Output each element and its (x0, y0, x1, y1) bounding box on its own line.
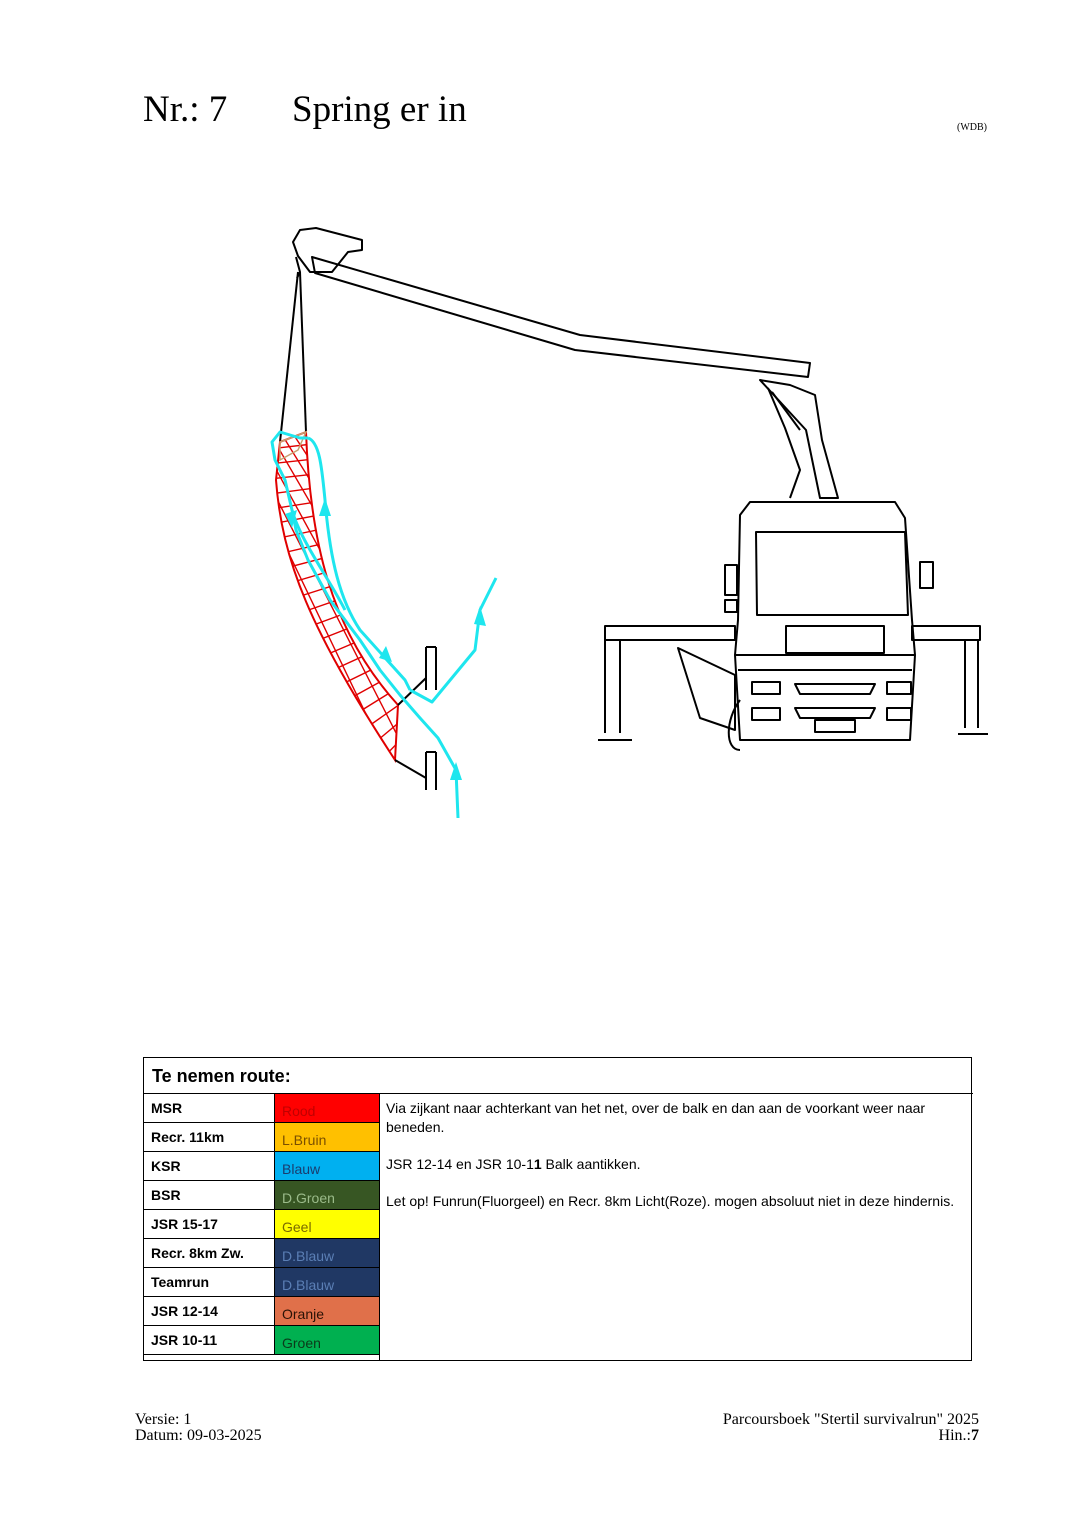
route-category: Recr. 11km (143, 1122, 275, 1152)
footer-left: Versie: 1 Datum: 09-03-2025 (135, 1412, 262, 1444)
route-category: JSR 10-11 (143, 1325, 275, 1355)
crane-rope (279, 271, 307, 443)
route-category: Teamrun (143, 1267, 275, 1297)
route-note: Via zijkant naar achterkant van het net,… (386, 1100, 926, 1135)
route-row: Recr. 8km Zw.D.Blauw (143, 1238, 380, 1268)
truck-cab (724, 501, 934, 741)
date-label: Datum: 09-03-2025 (135, 1427, 262, 1444)
version-label: Versie: 1 (135, 1411, 192, 1428)
route-color: D.Blauw (274, 1238, 380, 1268)
footer-right: Parcoursboek "Stertil survivalrun" 2025 … (674, 1412, 979, 1444)
route-color: D.Blauw (274, 1267, 380, 1297)
obstacle-drawing (270, 227, 988, 819)
route-category: Recr. 8km Zw. (143, 1238, 275, 1268)
obstacle-number: Nr.: 7 (143, 89, 228, 130)
route-heading: Te nemen route: (152, 1066, 291, 1086)
route-color: Rood (274, 1093, 380, 1123)
route-note: Let op! Funrun(Fluorgeel) en Recr. 8km L… (386, 1193, 955, 1209)
route-category: KSR (143, 1151, 275, 1181)
beam-posts (394, 646, 437, 790)
route-arrowheads (285, 498, 486, 780)
obstacle-code: (WDB) (957, 122, 987, 133)
cargo-net (274, 430, 400, 764)
route-category: JSR 15-17 (143, 1209, 275, 1239)
book-title: Parcoursboek "Stertil survivalrun" 2025 (722, 1411, 979, 1428)
page-number: Hin.:7 (938, 1427, 979, 1444)
route-color: Geel (274, 1209, 380, 1239)
route-arrows (270, 430, 498, 819)
route-color: Groen (274, 1325, 380, 1355)
crane-boom (292, 227, 839, 499)
truck-outriggers (598, 625, 988, 751)
route-category: BSR (143, 1180, 275, 1210)
route-color: Blauw (274, 1151, 380, 1181)
route-color: L.Bruin (274, 1122, 380, 1152)
route-note: JSR 12-14 en JSR 10-11 Balk aantikken. (386, 1155, 967, 1174)
truck-crane (279, 227, 988, 751)
route-note-text: JSR 12-14 en JSR 10-11 Balk aantikken. (386, 1156, 641, 1172)
route-category: JSR 12-14 (143, 1296, 275, 1326)
obstacle-title: Spring er in (292, 89, 467, 130)
route-color: Oranje (274, 1296, 380, 1326)
route-color: D.Groen (274, 1180, 380, 1210)
route-category: MSR (143, 1093, 275, 1123)
route-notes: Via zijkant naar achterkant van het net,… (379, 1093, 973, 1361)
